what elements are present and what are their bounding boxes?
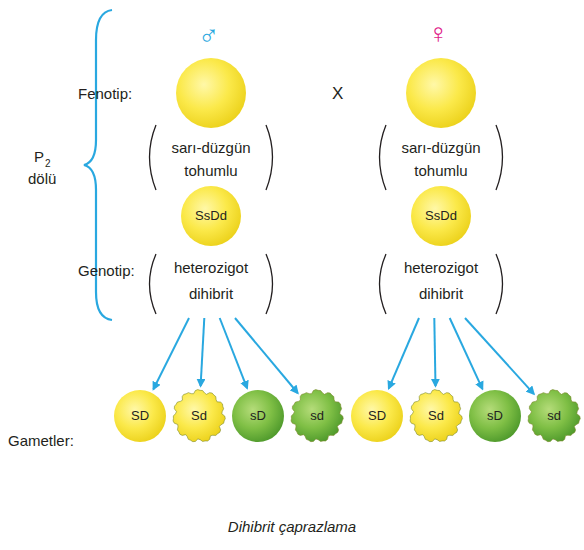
parenthesis	[266, 254, 273, 314]
label-text: Fenotip:	[78, 85, 132, 102]
smooth-seed	[232, 390, 284, 442]
gamete-arrow	[201, 318, 205, 386]
parenthesis	[266, 125, 273, 190]
genotype-text: sd	[290, 389, 344, 443]
smooth-seed	[469, 390, 521, 442]
smooth-seed	[114, 390, 166, 442]
genotype-circle: SsDd heterozigot dihibrit	[371, 185, 511, 318]
genotype-text: sd	[527, 389, 581, 443]
label-text: X	[332, 84, 343, 104]
caption-text: Dihibrit çaprazlama	[92, 518, 492, 535]
gamete-circle: SD	[350, 389, 404, 443]
gamete-arrow	[450, 318, 483, 389]
gamete-arrow	[434, 318, 435, 386]
gamete-arrow	[465, 318, 534, 394]
gamete-circle: Sd	[409, 389, 463, 443]
gamete-circle: Sd	[172, 389, 226, 443]
gamete-arrow	[153, 318, 189, 389]
genotype-text: sD	[231, 389, 285, 443]
seed-shape	[174, 56, 248, 130]
smooth-seed	[351, 390, 403, 442]
genotype-circle: SsDd heterozigot dihibrit	[141, 185, 281, 318]
genotype-text: Sd	[409, 389, 463, 443]
genotype-text: SD	[350, 389, 404, 443]
seed-circle	[176, 58, 246, 128]
gamete-circle: sd	[527, 389, 581, 443]
parenthesis	[380, 254, 387, 314]
seed-circle	[406, 58, 476, 128]
parenthesis	[150, 254, 157, 314]
genotype-text: SsDd	[141, 185, 281, 247]
gamete-arrow	[235, 318, 298, 393]
label-text: P	[34, 148, 44, 165]
gamete-circle: sD	[468, 389, 522, 443]
parenthesis	[380, 125, 387, 190]
phenotype-seed: sarı-düzgün tohumlu	[381, 56, 501, 190]
gamete-circle: sd	[290, 389, 344, 443]
gamete-circle: SD	[113, 389, 167, 443]
genotype-text: SD	[113, 389, 167, 443]
parenthesis	[496, 125, 503, 190]
label-text: ♀	[428, 18, 449, 50]
description-text: heterozigot dihibrit	[156, 255, 266, 307]
label-text: dölü	[28, 170, 56, 187]
label-text: Gametler:	[8, 432, 74, 449]
label-text: Genotip:	[78, 262, 135, 279]
parenthesis	[496, 254, 503, 314]
phenotype-seed: sarı-düzgün tohumlu	[151, 56, 271, 190]
label-text: 2	[45, 158, 51, 169]
gamete-circle: sD	[231, 389, 285, 443]
description-text: sarı-düzgün tohumlu	[386, 136, 496, 182]
label-text: ♂	[198, 20, 219, 52]
genotype-text: sD	[468, 389, 522, 443]
description-text: sarı-düzgün tohumlu	[156, 136, 266, 182]
seed-shape	[404, 56, 478, 130]
genotype-text: SsDd	[371, 185, 511, 247]
description-text: heterozigot dihibrit	[386, 255, 496, 307]
parenthesis	[150, 125, 157, 190]
gamete-arrow	[389, 318, 419, 388]
genotype-text: Sd	[172, 389, 226, 443]
